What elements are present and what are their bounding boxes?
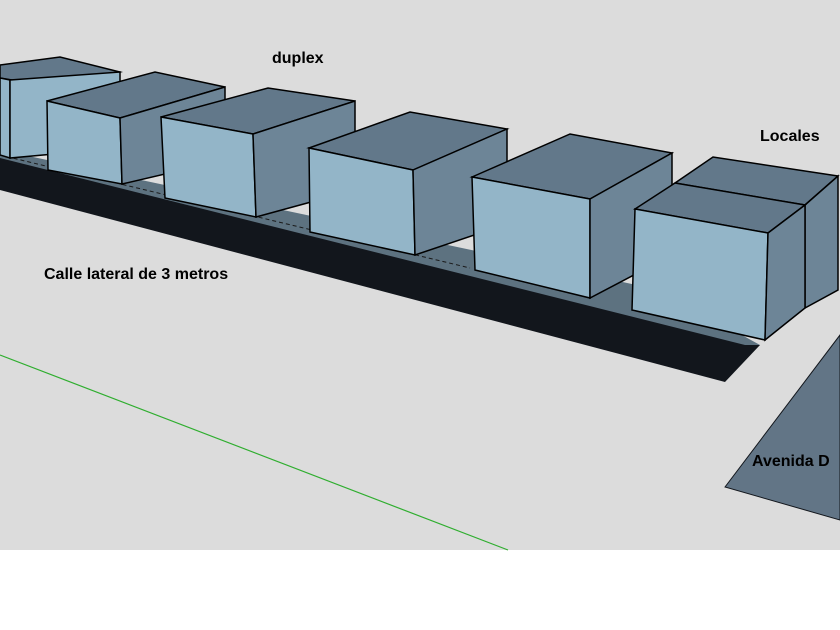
platform-edge (0, 158, 760, 382)
avenue-plane (724, 334, 840, 521)
green-axis-line (0, 354, 509, 551)
locales-box-back (673, 156, 840, 310)
label-side-street: Calle lateral de 3 metros (44, 266, 228, 283)
duplex-box-3 (160, 87, 356, 218)
label-locales: Locales (760, 128, 820, 145)
locales-box-front (631, 182, 807, 342)
bottom-margin (0, 550, 840, 630)
label-avenue: Avenida D (752, 453, 830, 470)
label-duplex: duplex (272, 50, 324, 67)
